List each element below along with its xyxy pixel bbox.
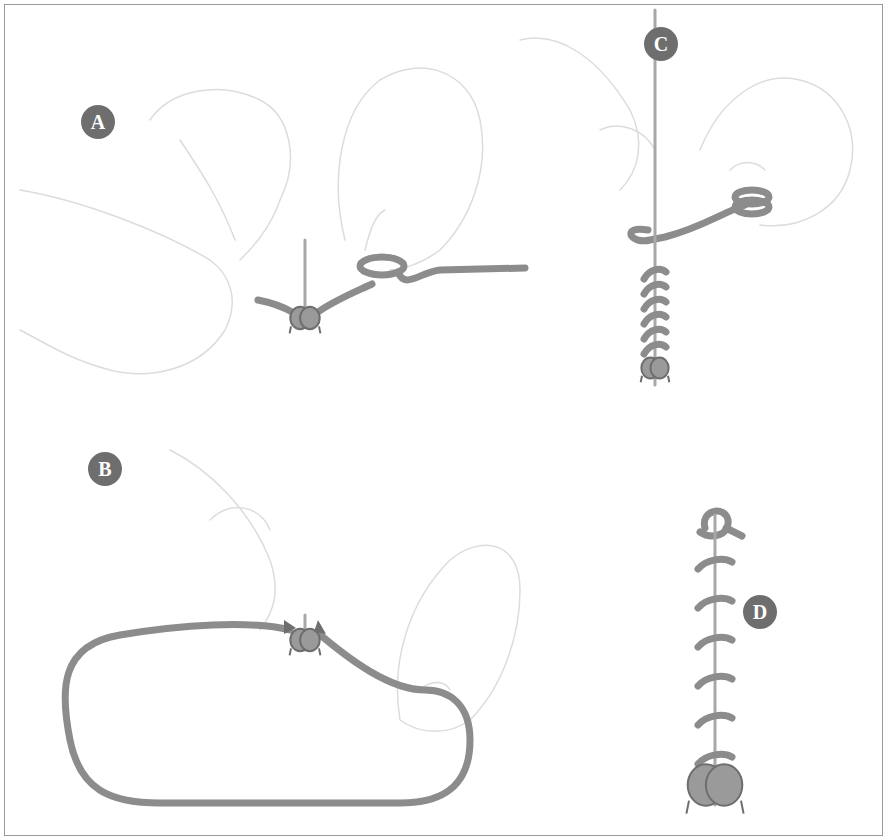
callout-letter: B xyxy=(88,452,122,486)
coil-turn xyxy=(698,676,732,686)
coil-turn xyxy=(644,314,666,324)
coil-turn xyxy=(644,284,666,294)
whipping-coils xyxy=(644,269,732,764)
knot-lobe xyxy=(706,764,742,806)
coil-turn xyxy=(698,637,732,647)
callout-letter: D xyxy=(743,595,777,629)
coil-turn xyxy=(644,344,666,354)
knot-end xyxy=(641,376,670,383)
callout-letter: A xyxy=(81,105,115,139)
callout-letter: C xyxy=(644,27,678,61)
coil-turn xyxy=(698,754,732,764)
hand-outlines xyxy=(20,38,853,731)
coil-turn xyxy=(698,715,732,725)
coil-turn xyxy=(644,329,666,339)
knot-end xyxy=(290,648,321,655)
knot-lobe xyxy=(300,307,320,329)
rope xyxy=(65,190,769,803)
coil-turn xyxy=(644,269,666,279)
coil-turn xyxy=(644,299,666,309)
frame xyxy=(5,5,883,836)
knot-end xyxy=(290,326,321,333)
coil-turn xyxy=(698,559,732,569)
coil-turn xyxy=(698,598,732,608)
arrowheads xyxy=(284,620,326,634)
knot-lobe xyxy=(650,358,668,379)
needle xyxy=(305,10,715,805)
knot-end xyxy=(686,801,743,814)
knot xyxy=(290,307,744,814)
